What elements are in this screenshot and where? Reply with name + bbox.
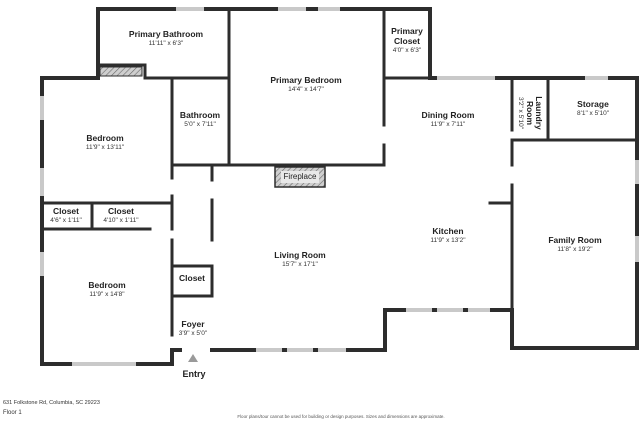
room-dimensions: 4'10" x 1'11"	[103, 216, 139, 224]
room-family-room: Family Room 11'8" x 19'2"	[548, 235, 602, 253]
property-address: 631 Folkstone Rd, Columbia, SC 29223	[3, 400, 100, 406]
room-living-room: Living Room 15'7" x 17'1"	[274, 250, 326, 268]
room-name: Kitchen	[432, 226, 464, 236]
room-dimensions: 4'6" x 1'11"	[50, 216, 82, 224]
room-dimensions: 14'4" x 14'7"	[288, 85, 324, 93]
room-dimensions: 5'0" x 7'11"	[184, 120, 216, 128]
room-name: Bedroom	[88, 280, 126, 290]
room-closet-3: Closet	[179, 273, 205, 284]
room-kitchen: Kitchen 11'9" x 13'2"	[430, 226, 466, 244]
room-laundry-room: Laundry Room 3'2" x 5'10"	[517, 96, 544, 130]
room-dimensions: 11'9" x 13'2"	[430, 236, 466, 244]
room-name: Closet	[179, 273, 205, 283]
room-dimensions: 11'9" x 7'11"	[430, 120, 466, 128]
room-dining-room: Dining Room 11'9" x 7'11"	[421, 110, 475, 128]
room-closet-2: Closet 4'10" x 1'11"	[103, 206, 139, 224]
room-name: Closet	[108, 206, 134, 216]
interior-walls	[40, 7, 639, 337]
room-name-line1: Primary	[391, 26, 423, 36]
room-bedroom-1: Bedroom 11'9" x 13'11"	[85, 133, 125, 151]
room-name: Bedroom	[86, 133, 124, 143]
room-dimensions: 11'9" x 13'11"	[85, 143, 125, 151]
room-name-line2: Room	[524, 100, 535, 126]
floor-label: Floor 1	[3, 410, 22, 416]
room-dimensions: 15'7" x 17'1"	[282, 260, 318, 268]
fireplace-label-bg	[281, 171, 319, 183]
room-primary-bathroom: Primary Bathroom 11'11" x 6'3"	[128, 29, 204, 47]
room-name: Bathroom	[179, 110, 221, 120]
room-name: Closet	[53, 206, 79, 216]
room-closet-1: Closet 4'6" x 1'11"	[50, 206, 82, 224]
fireplace-label: Fireplace	[283, 172, 317, 181]
room-dimensions: 3'2" x 5'10"	[517, 96, 525, 130]
windows	[40, 7, 639, 366]
room-name: Family Room	[548, 235, 602, 245]
room-dimensions: 11'11" x 6'3"	[148, 39, 184, 47]
room-name: Primary Bathroom	[128, 29, 204, 39]
room-name: Storage	[577, 99, 609, 109]
exterior-walls	[40, 7, 639, 366]
room-bedroom-2: Bedroom 11'9" x 14'8"	[88, 280, 126, 298]
room-dimensions: 4'0" x 6'3"	[392, 46, 422, 54]
entry-label: Entry	[182, 369, 206, 379]
room-primary-closet: Primary Closet 4'0" x 6'3"	[391, 26, 423, 54]
room-name: Dining Room	[421, 110, 475, 120]
room-primary-bedroom: Primary Bedroom 14'4" x 14'7"	[270, 75, 342, 93]
room-name: Living Room	[274, 250, 326, 260]
entry-arrow-icon	[188, 354, 198, 362]
room-name-line2: Closet	[394, 35, 420, 46]
room-name-line1: Laundry	[533, 96, 544, 130]
room-foyer: Foyer 3'9" x 5'0"	[178, 319, 208, 337]
room-dimensions: 11'8" x 19'2"	[557, 245, 593, 253]
room-dimensions: 3'9" x 5'0"	[178, 329, 208, 337]
disclaimer-text: Floor plans/tour cannot be used for buil…	[237, 414, 445, 419]
primary-bathroom-tub	[99, 66, 143, 77]
room-name: Foyer	[181, 319, 205, 329]
room-name: Primary Bedroom	[270, 75, 342, 85]
room-bathroom: Bathroom 5'0" x 7'11"	[179, 110, 221, 128]
room-dimensions: 11'9" x 14'8"	[89, 290, 125, 298]
room-storage: Storage 8'1" x 5'10"	[576, 99, 610, 117]
room-dimensions: 8'1" x 5'10"	[576, 109, 610, 117]
